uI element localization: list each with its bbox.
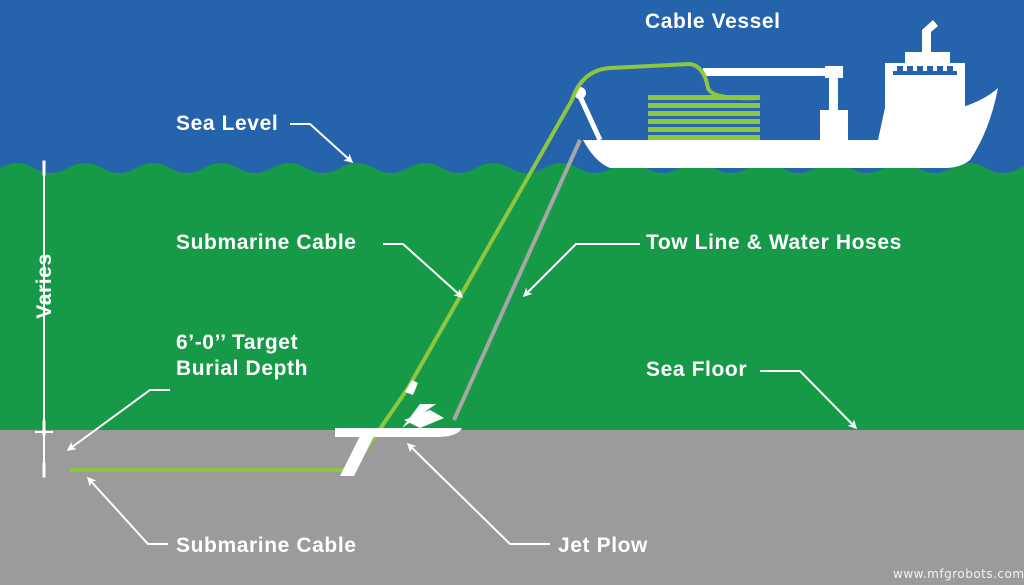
sea-floor-region <box>0 430 1024 585</box>
watermark: www.mfgrobots.com <box>893 567 1024 581</box>
jet-plow-shape <box>335 380 462 476</box>
cable-vessel-label: Cable Vessel <box>645 10 781 33</box>
tow-line <box>452 139 582 421</box>
burial-depth-arrow <box>66 389 170 451</box>
vessel-crane-boom <box>703 68 843 76</box>
vessel-mast <box>922 20 938 52</box>
sea-floor-label: Sea Floor <box>646 358 748 381</box>
submarine-cable-bottom-label: Submarine Cable <box>176 534 357 557</box>
jet-plow-arrow <box>406 442 550 545</box>
cable-carousel <box>648 95 760 140</box>
tow-line-label: Tow Line & Water Hoses <box>646 231 902 254</box>
sea-floor-arrow <box>760 370 858 430</box>
submarine-cable-bottom-arrow <box>86 476 168 545</box>
target-burial-label-line1: 6’-0’’ Target <box>176 331 299 354</box>
target-burial-label-line2: Burial Depth <box>176 357 309 380</box>
tow-line-arrow <box>522 243 640 298</box>
varies-label: Varies <box>33 253 56 319</box>
water-region <box>0 163 1024 432</box>
sea-level-label: Sea Level <box>176 112 279 135</box>
vessel-a-frame <box>575 90 603 142</box>
submarine-cable-label: Submarine Cable <box>176 231 357 254</box>
jet-plow-label: Jet Plow <box>558 534 648 557</box>
submarine-cable-arrow <box>383 243 464 299</box>
sea-level-arrow <box>290 123 354 164</box>
